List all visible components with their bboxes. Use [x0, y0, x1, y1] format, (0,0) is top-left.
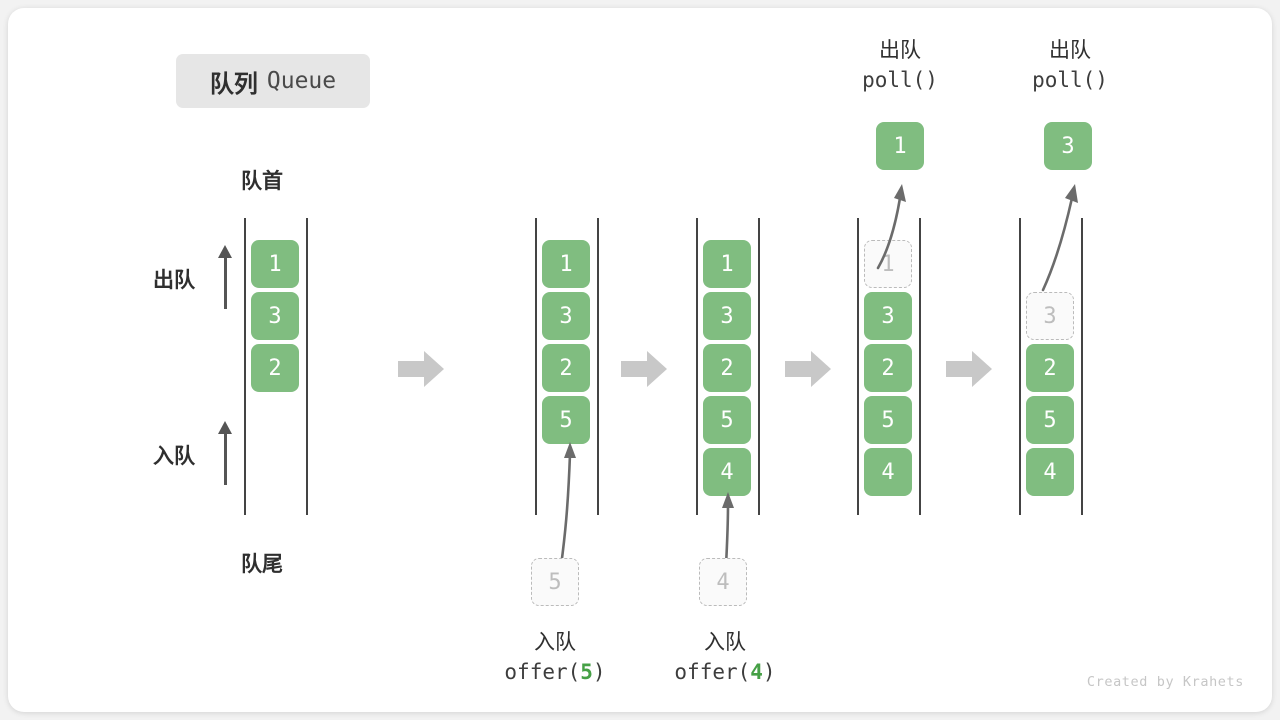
enqueue-direction-label: 入队 [153, 444, 195, 468]
dequeue-direction-label: 出队 [153, 268, 195, 292]
queue-cell: 2 [542, 344, 590, 392]
operation-caption-poll-1: 出队 poll() [820, 36, 980, 96]
queue-cell: 2 [251, 344, 299, 392]
queue-cell: 3 [703, 292, 751, 340]
title-en: Queue [266, 68, 337, 94]
queue-cell: 5 [703, 396, 751, 444]
dequeued-element: 3 [1044, 122, 1092, 170]
rail-left [244, 218, 246, 515]
queue-cell: 3 [251, 292, 299, 340]
enqueue-direction-arrow-icon [217, 421, 233, 485]
queue-head-label: 队首 [241, 169, 283, 193]
title-chip: 队列 Queue [176, 54, 370, 108]
queue-cell: 1 [251, 240, 299, 288]
incoming-element-ghost: 5 [531, 558, 579, 606]
queue-cell: 5 [1026, 396, 1074, 444]
queue-cell: 1 [542, 240, 590, 288]
queue-tail-label: 队尾 [241, 552, 283, 576]
queue-cell: 4 [703, 448, 751, 496]
operation-caption-line1: 出队 [1049, 38, 1091, 62]
rail-right [597, 218, 599, 515]
queue-cell: 4 [864, 448, 912, 496]
rail-right [919, 218, 921, 515]
operation-caption-line1: 入队 [704, 630, 746, 654]
rail-right [306, 218, 308, 515]
queue-cell: 5 [542, 396, 590, 444]
operation-caption-line2: poll() [862, 67, 938, 92]
rail-right [1081, 218, 1083, 515]
operation-caption-line1: 入队 [534, 630, 576, 654]
credit-text: Created by Krahets [1086, 674, 1244, 690]
operation-caption-offer-5: 入队 offer(5) [475, 628, 635, 688]
enqueue-motion-arrow-icon [559, 442, 576, 568]
step-arrow-icon [398, 349, 444, 394]
rail-left [1019, 218, 1021, 515]
queue-cell: 2 [864, 344, 912, 392]
step-arrow-icon [621, 349, 667, 394]
dequeue-direction-arrow-icon [217, 245, 233, 309]
dequeue-motion-arrow-icon [1041, 184, 1078, 292]
operation-argument: 5 [580, 659, 593, 684]
queue-cell: 4 [1026, 448, 1074, 496]
queue-cell-removed: 3 [1026, 292, 1074, 340]
incoming-element-ghost: 4 [699, 558, 747, 606]
title-cn: 队列 [209, 69, 258, 98]
dequeued-element: 1 [876, 122, 924, 170]
rail-left [535, 218, 537, 515]
operation-caption-line2: poll() [1032, 67, 1108, 92]
dequeue-motion-arrow-icon [876, 184, 906, 270]
operation-caption-line2: offer(5) [504, 659, 606, 684]
queue-cell: 2 [703, 344, 751, 392]
queue-cell: 3 [542, 292, 590, 340]
queue-cell: 5 [864, 396, 912, 444]
step-arrow-icon [946, 349, 992, 394]
rail-right [758, 218, 760, 515]
operation-caption-line2: offer(4) [674, 659, 776, 684]
queue-cell: 2 [1026, 344, 1074, 392]
step-arrow-icon [785, 349, 831, 394]
operation-caption-offer-4: 入队 offer(4) [645, 628, 805, 688]
operation-caption-poll-2: 出队 poll() [990, 36, 1150, 96]
operation-caption-line1: 出队 [879, 38, 921, 62]
operation-argument: 4 [750, 659, 763, 684]
rail-left [696, 218, 698, 515]
queue-cell: 3 [864, 292, 912, 340]
diagram-card: 队列 Queue 队首 队尾 出队 入队 1 3 2 1 3 2 5 [8, 8, 1272, 712]
queue-cell: 1 [703, 240, 751, 288]
rail-left [857, 218, 859, 515]
